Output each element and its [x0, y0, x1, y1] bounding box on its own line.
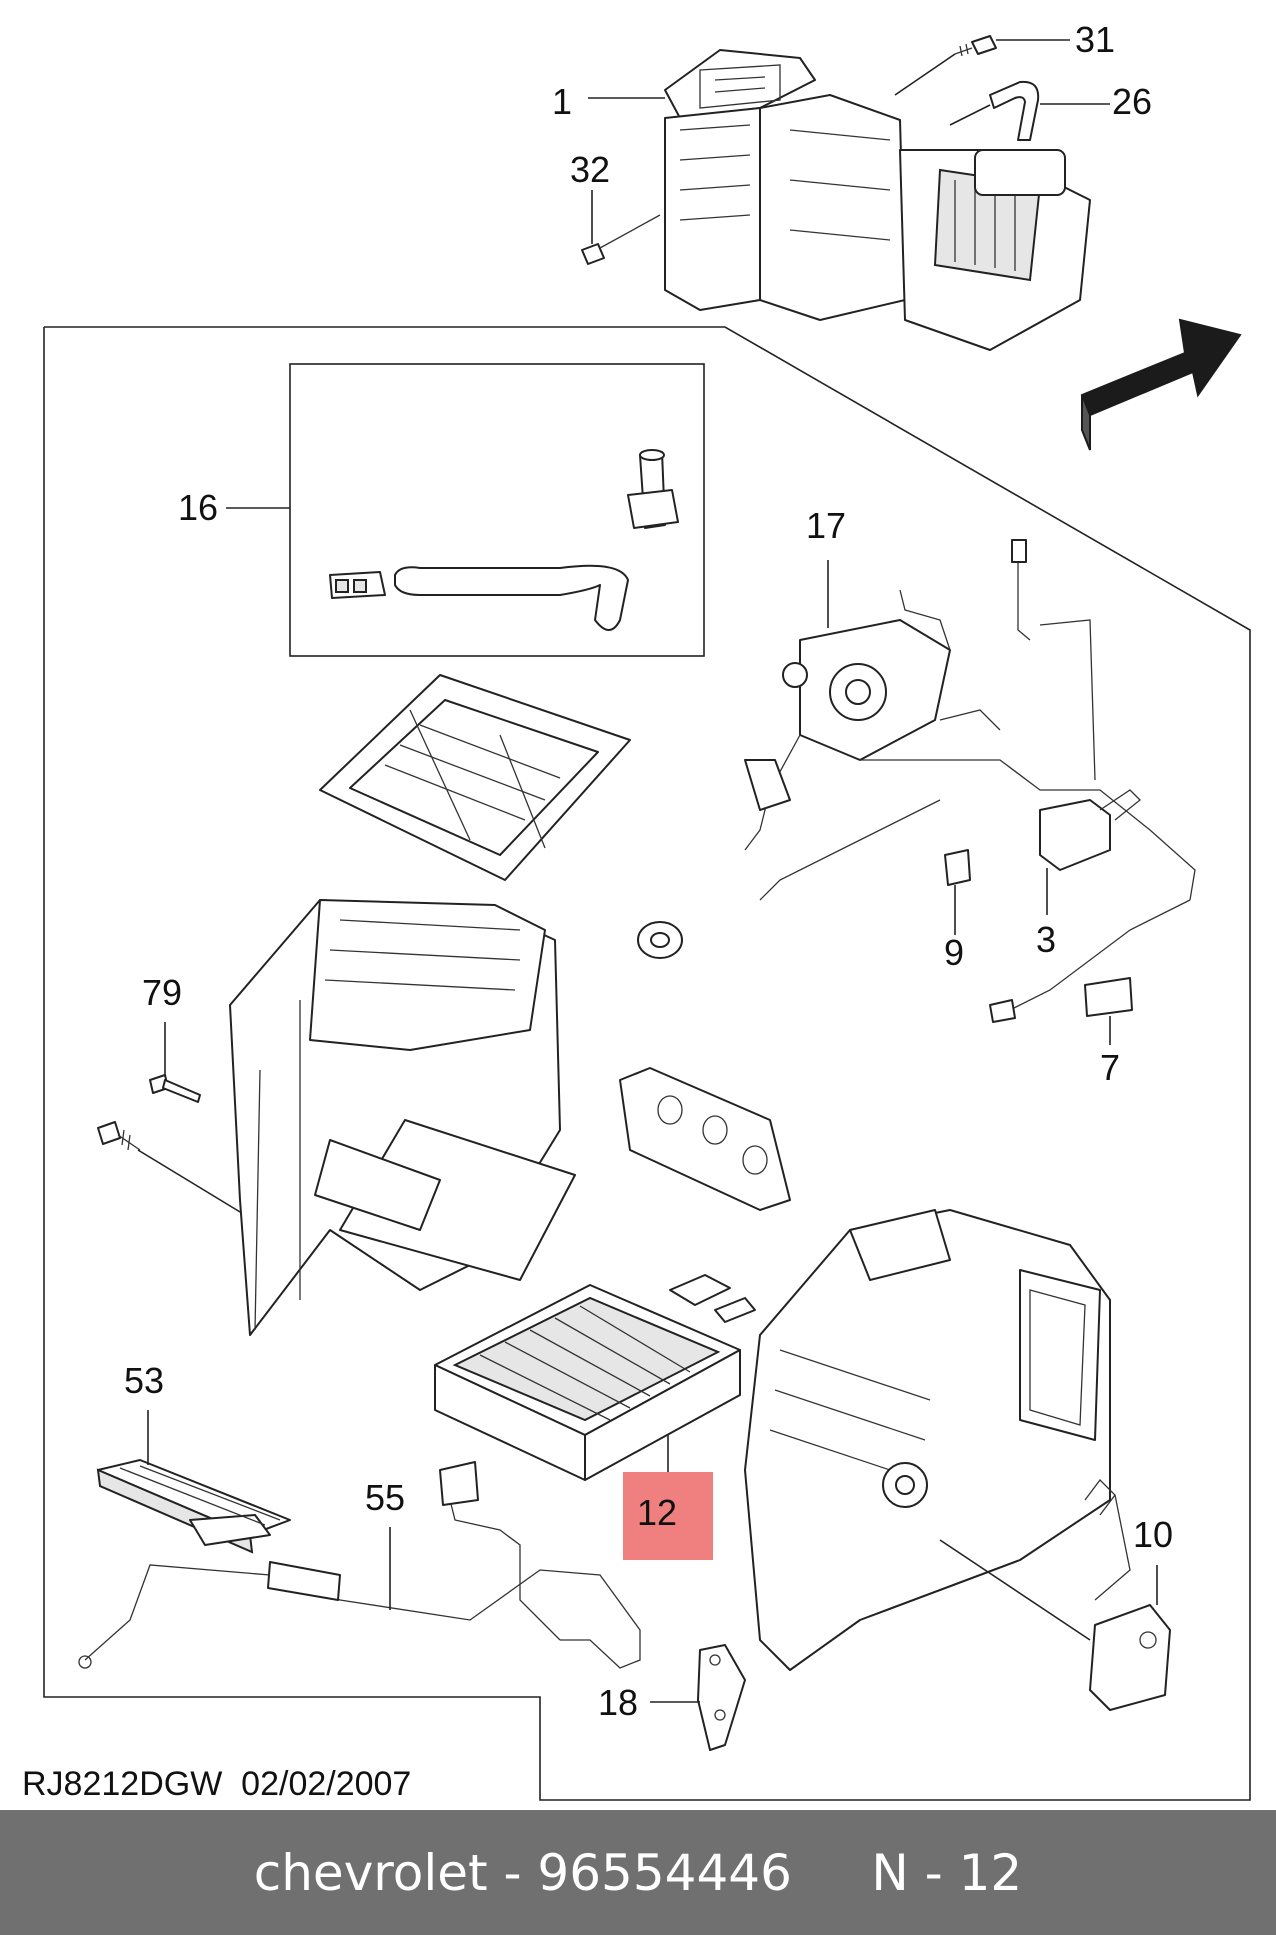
hvac-module-assembly — [664, 49, 1091, 351]
callout-12: 12 — [637, 1492, 677, 1533]
screw-left — [97, 1121, 246, 1216]
callout-53: 53 — [124, 1360, 164, 1401]
callout-79: 79 — [142, 972, 182, 1013]
sub-assembly-box-16 — [289, 363, 705, 657]
callout-7: 7 — [1100, 1047, 1120, 1088]
callout-10: 10 — [1133, 1514, 1173, 1555]
clip-9 — [944, 849, 971, 886]
upper-hvac-housing — [229, 899, 576, 1336]
footer-part-number: chevrolet - 96554446 N - 12 — [253, 1843, 1023, 1902]
parts-frame — [43, 326, 1251, 1801]
callout-16: 16 — [178, 487, 218, 528]
lower-hvac-housing — [744, 1209, 1111, 1671]
hose-26 — [989, 80, 1040, 141]
foam-seal-plate — [619, 1067, 791, 1211]
document-code: RJ8212DGW 02/02/2007 — [22, 1765, 412, 1803]
callout-1: 1 — [552, 81, 572, 122]
callout-3: 3 — [1036, 919, 1056, 960]
footer-bar: chevrolet - 96554446 N - 12 — [0, 1810, 1276, 1935]
callout-32: 32 — [570, 149, 610, 190]
grommet — [637, 921, 683, 959]
pin-79 — [149, 1074, 201, 1103]
callout-55: 55 — [365, 1477, 405, 1518]
exploded-parts-diagram: 1 31 26 32 FRT 16 — [43, 19, 1251, 1801]
callout-31: 31 — [1075, 19, 1115, 60]
callout-26: 26 — [1112, 81, 1152, 122]
callout-18: 18 — [598, 1682, 638, 1723]
actuator-10 — [939, 1479, 1171, 1711]
front-direction-arrow: FRT — [1080, 318, 1242, 451]
callout-12-highlight — [623, 1472, 713, 1560]
sensor-7 — [989, 899, 1191, 1023]
screw-31 — [954, 35, 997, 57]
air-filter-53 — [96, 1459, 291, 1554]
bracket-18 — [697, 1644, 746, 1751]
heater-core-12 — [434, 1274, 756, 1481]
callout-17: 17 — [806, 505, 846, 546]
mode-actuator-17 — [744, 589, 1196, 901]
wiring-harness-55 — [78, 1461, 641, 1669]
callout-9: 9 — [944, 932, 964, 973]
hose-assembly-16 — [329, 449, 679, 631]
bolt-32 — [581, 214, 661, 265]
actuator-3 — [1011, 539, 1141, 871]
filter-gasket — [319, 674, 631, 881]
